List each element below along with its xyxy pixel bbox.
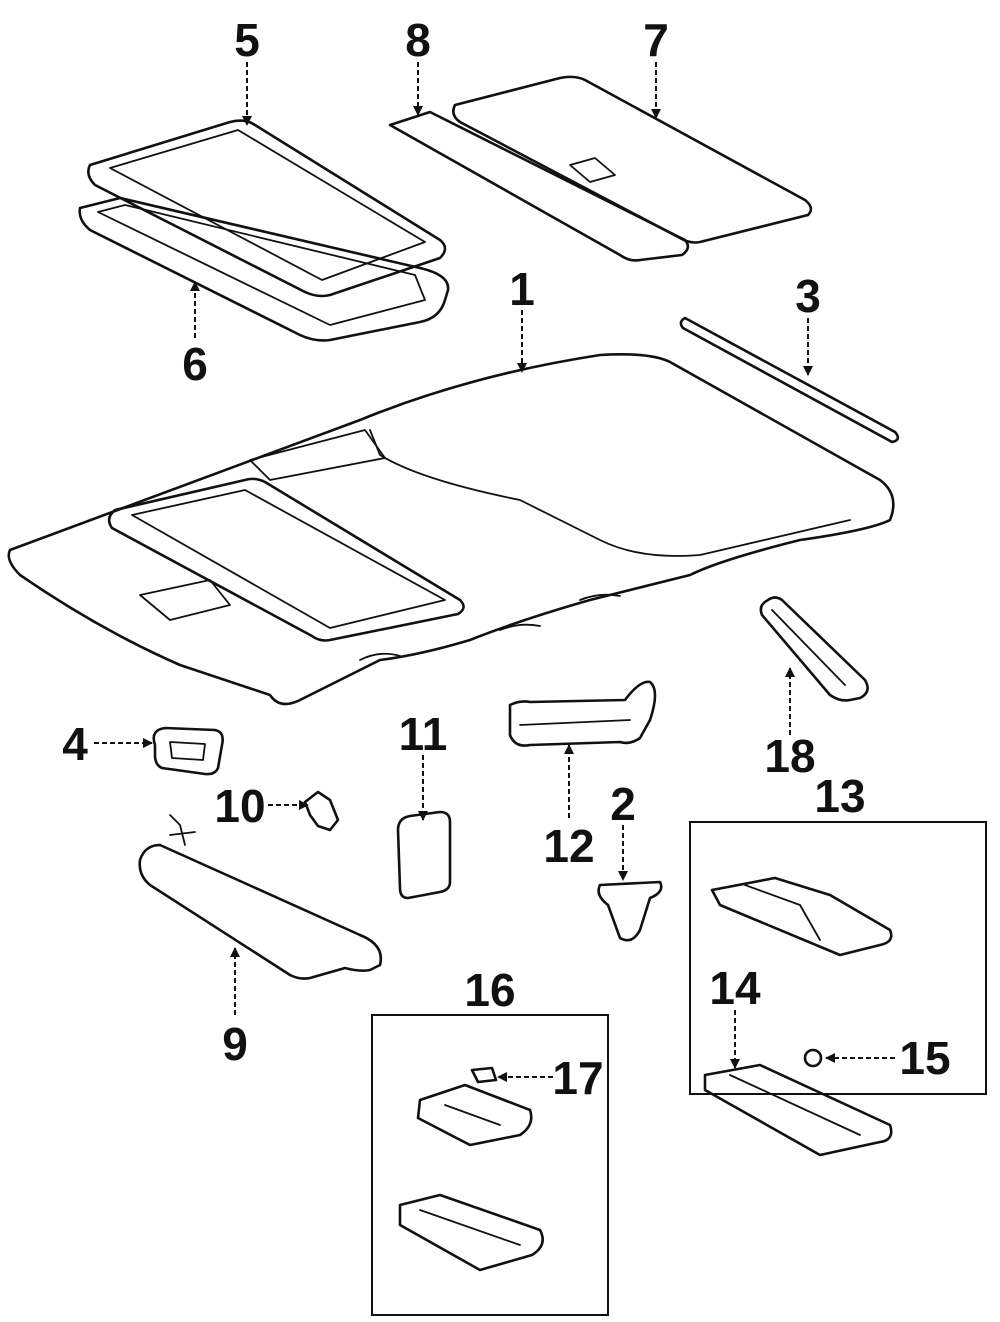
callout-3: 3 <box>795 270 821 322</box>
map-lamp-assembly-frame <box>371 1014 609 1316</box>
map-lamp-lens <box>398 1193 544 1272</box>
lamp-lens <box>396 810 452 900</box>
sliding-sunshade <box>452 75 813 244</box>
dome-lamp-bulb <box>803 1048 823 1068</box>
map-lamp-bulb <box>470 1066 498 1084</box>
handle-cover <box>152 726 224 776</box>
dome-lamp-lens <box>703 1063 893 1157</box>
roof-weatherstrip <box>679 316 900 444</box>
vanity-lamp <box>759 596 869 702</box>
assist-grip <box>508 680 657 747</box>
retainer-clip <box>597 880 663 942</box>
callout-9: 9 <box>222 1018 248 1070</box>
callout-2: 2 <box>610 778 636 830</box>
callout-6: 6 <box>182 338 208 390</box>
headliner <box>7 353 895 706</box>
callout-5: 5 <box>234 14 260 66</box>
callout-10: 10 <box>214 780 265 832</box>
leader-lines <box>94 62 895 1082</box>
callout-18: 18 <box>764 730 815 782</box>
sun-visor <box>138 814 383 980</box>
callout-7: 7 <box>643 14 669 66</box>
callout-17: 17 <box>552 1052 603 1104</box>
dome-lamp-assembly-frame <box>689 821 987 1095</box>
map-lamp-housing <box>416 1083 533 1147</box>
dome-lamp-assembly <box>710 876 893 957</box>
callout-14: 14 <box>709 962 761 1014</box>
callout-labels: 5 8 7 6 1 3 4 10 11 12 2 18 13 9 16 17 1… <box>62 14 950 1104</box>
callout-4: 4 <box>62 718 88 770</box>
sunroof-seal-frame <box>78 196 450 342</box>
callout-16: 16 <box>464 964 515 1016</box>
visor-clip <box>303 790 340 832</box>
callout-8: 8 <box>405 14 431 66</box>
callout-1: 1 <box>509 263 535 315</box>
callout-15: 15 <box>899 1032 950 1084</box>
callout-13: 13 <box>814 770 865 822</box>
callout-12: 12 <box>543 820 594 872</box>
callout-11: 11 <box>399 708 448 760</box>
